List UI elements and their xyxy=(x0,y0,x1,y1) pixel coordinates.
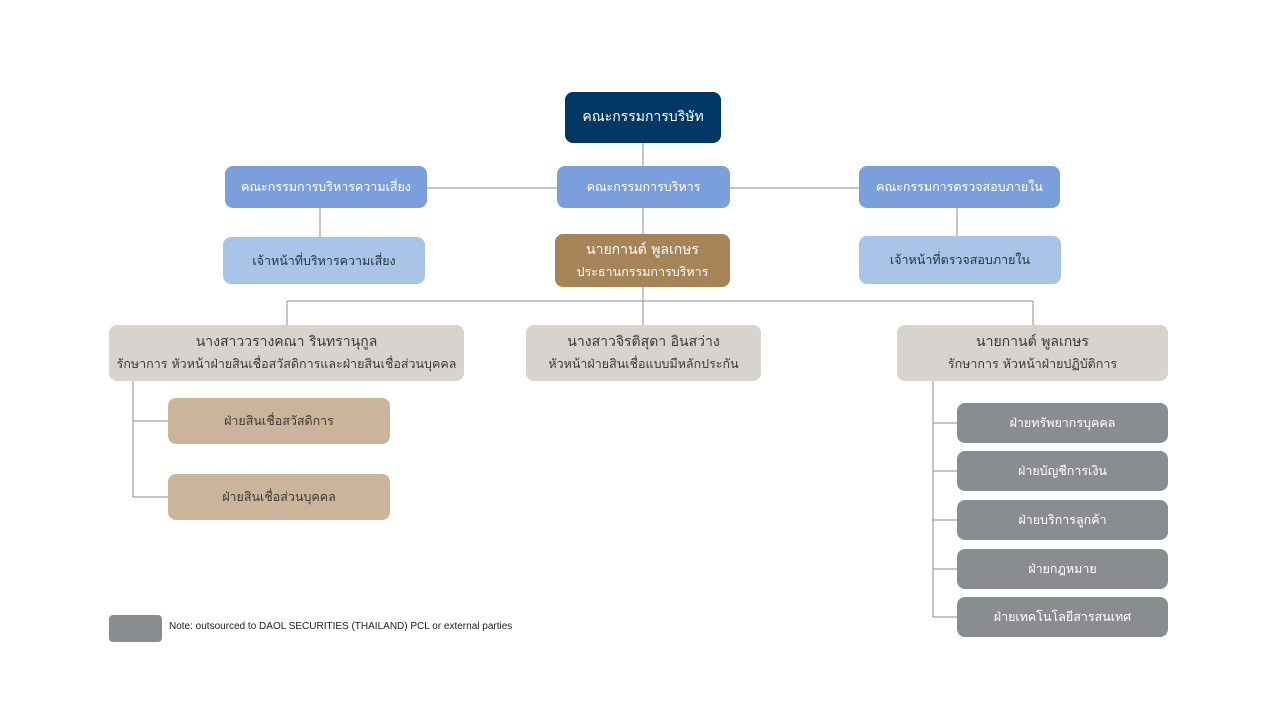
audit-officer-box: เจ้าหน้าที่ตรวจสอบภายใน xyxy=(859,236,1061,284)
head-title: รักษาการ หัวหน้าฝ่ายสินเชื่อสวัสดิการและ… xyxy=(116,356,457,372)
head-box-secured-loans: นางสาวจิรติสุดา อินสว่าง หัวหน้าฝ่ายสินเ… xyxy=(526,325,761,381)
department-box-personal-loans: ฝ่ายสินเชื่อส่วนบุคคล xyxy=(168,474,390,520)
head-name: นางสาววรางคณา รินทรานุกูล xyxy=(195,334,378,351)
department-box-accounting-finance: ฝ่ายบัญชีการเงิน xyxy=(957,451,1168,491)
head-title: รักษาการ หัวหน้าฝ่ายปฏิบัติการ xyxy=(947,356,1118,372)
department-label: ฝ่ายเทคโนโลยีสารสนเทศ xyxy=(993,609,1132,625)
audit-committee-box: คณะกรรมการตรวจสอบภายใน xyxy=(859,166,1060,208)
department-label: ฝ่ายทรัพยากรบุคคล xyxy=(1009,415,1116,431)
head-name: นางสาวจิรติสุดา อินสว่าง xyxy=(567,334,720,351)
department-box-legal: ฝ่ายกฎหมาย xyxy=(957,549,1168,589)
chairman-name: นายกานต์ พูลเกษร xyxy=(586,241,699,258)
audit-committee-label: คณะกรรมการตรวจสอบภายใน xyxy=(876,179,1043,195)
board-label: คณะกรรมการบริษัท xyxy=(582,108,704,125)
executive-committee-label: คณะกรรมการบริหาร xyxy=(586,179,701,195)
chairman-title: ประธานกรรมการบริหาร xyxy=(576,263,709,279)
executive-chairman-box: นายกานต์ พูลเกษร ประธานกรรมการบริหาร xyxy=(555,234,730,287)
executive-committee-box: คณะกรรมการบริหาร xyxy=(557,166,730,208)
head-box-operations: นายกานต์ พูลเกษร รักษาการ หัวหน้าฝ่ายปฏิ… xyxy=(897,325,1168,381)
risk-committee-label: คณะกรรมการบริหารความเสี่ยง xyxy=(241,179,411,195)
department-box-customer-service: ฝ่ายบริการลูกค้า xyxy=(957,500,1168,540)
head-name: นายกานต์ พูลเกษร xyxy=(976,334,1089,351)
head-box-welfare-personal-loans: นางสาววรางคณา รินทรานุกูล รักษาการ หัวหน… xyxy=(109,325,464,381)
audit-officer-label: เจ้าหน้าที่ตรวจสอบภายใน xyxy=(889,252,1031,268)
head-title: หัวหน้าฝ่ายสินเชื่อแบบมีหลักประกัน xyxy=(548,356,739,372)
board-of-directors-box: คณะกรรมการบริษัท xyxy=(565,92,721,143)
department-label: ฝ่ายบริการลูกค้า xyxy=(1018,512,1107,528)
department-label: ฝ่ายบัญชีการเงิน xyxy=(1018,463,1107,479)
department-label: ฝ่ายสินเชื่อส่วนบุคคล xyxy=(222,489,336,505)
risk-committee-box: คณะกรรมการบริหารความเสี่ยง xyxy=(225,166,427,208)
legend-note: Note: outsourced to DAOL SECURITIES (THA… xyxy=(169,621,513,632)
risk-officer-label: เจ้าหน้าที่บริหารความเสี่ยง xyxy=(252,252,396,268)
department-box-human-resources: ฝ่ายทรัพยากรบุคคล xyxy=(957,403,1168,443)
department-label: ฝ่ายสินเชื่อสวัสดิการ xyxy=(224,413,334,429)
department-box-welfare-loans: ฝ่ายสินเชื่อสวัสดิการ xyxy=(168,398,390,444)
risk-officer-box: เจ้าหน้าที่บริหารความเสี่ยง xyxy=(223,237,425,284)
department-box-information-technology: ฝ่ายเทคโนโลยีสารสนเทศ xyxy=(957,597,1168,637)
department-label: ฝ่ายกฎหมาย xyxy=(1028,561,1097,577)
legend-swatch xyxy=(109,615,162,642)
